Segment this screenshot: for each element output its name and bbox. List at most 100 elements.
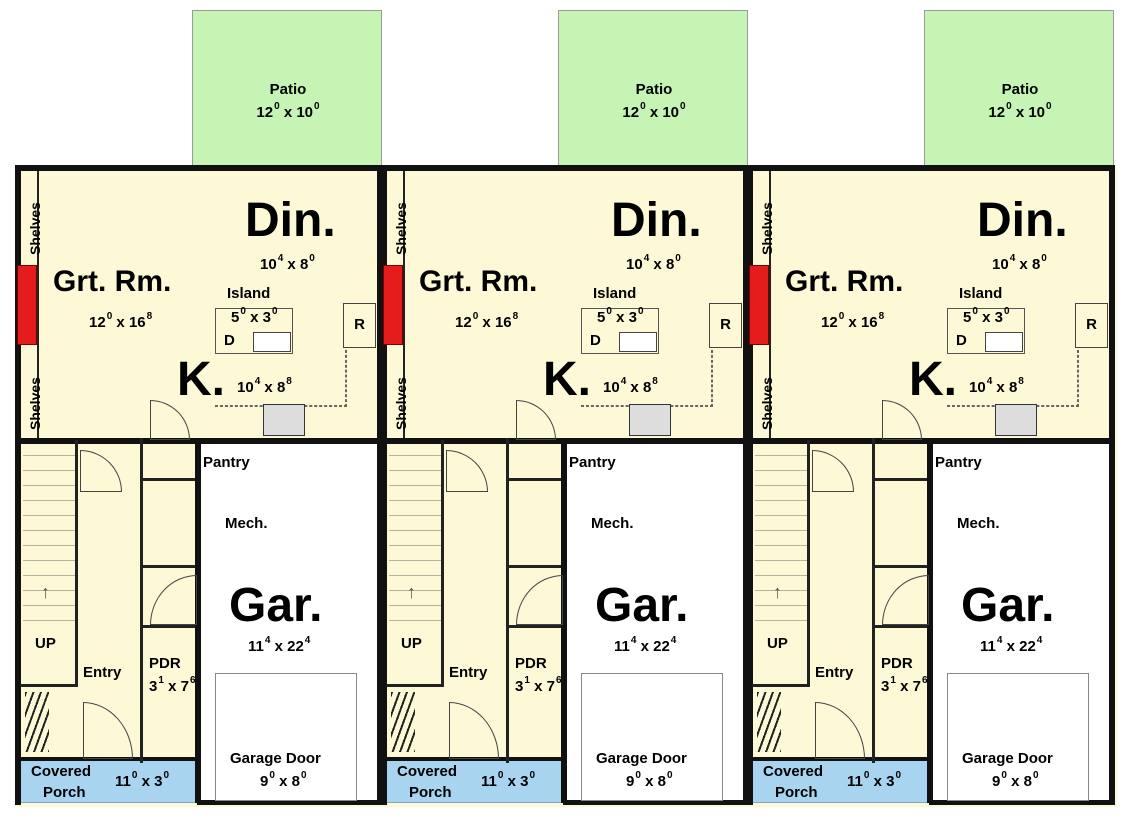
entry-label: Entry — [815, 664, 854, 681]
stair-tread — [23, 515, 75, 516]
wall-hall — [140, 438, 143, 763]
wall-garage-left — [927, 438, 933, 803]
wall-pantry — [872, 478, 927, 481]
patio-dimension: 120 x 100 — [988, 101, 1052, 121]
garage-door-label: Garage Door — [962, 750, 1053, 767]
pantry-label: Pantry — [203, 454, 250, 471]
stairs-up-label: UP — [767, 635, 788, 652]
kitchen-label: K. — [909, 353, 957, 406]
stair-tread — [755, 500, 807, 501]
stair-tread — [755, 590, 807, 591]
closet-hatch — [25, 692, 49, 752]
refrigerator: R — [1075, 303, 1108, 348]
shelves-bottom-label: Shelves — [759, 377, 775, 430]
shelves-top-label: Shelves — [27, 202, 43, 255]
great-room-label: Grt. Rm. — [419, 265, 538, 298]
wall-hall — [872, 438, 875, 763]
closet-hatch — [757, 692, 781, 752]
stair-tread — [389, 470, 441, 471]
wall-closet — [20, 684, 78, 687]
wall-hall — [506, 438, 509, 763]
wall-bottom-house — [15, 757, 197, 761]
stair-tread — [389, 530, 441, 531]
wall-right — [377, 165, 383, 805]
stair-tread — [389, 620, 441, 621]
wall-bottom-garage — [563, 800, 749, 805]
wall-closet — [386, 684, 444, 687]
garage-door-label: Garage Door — [596, 750, 687, 767]
covered-porch — [17, 760, 197, 803]
powder-room-label: PDR — [515, 655, 547, 672]
sink-icon — [985, 332, 1023, 352]
stair-tread — [23, 530, 75, 531]
island-dimension: 50 x 30 — [597, 306, 644, 326]
refrigerator: R — [709, 303, 742, 348]
stair-tread — [755, 605, 807, 606]
dining-dimension: 104 x 80 — [626, 253, 681, 273]
stair-tread — [755, 455, 807, 456]
counter-edge — [345, 350, 347, 407]
wall-right — [743, 165, 749, 805]
stair-tread — [755, 575, 807, 576]
stair-tread — [389, 485, 441, 486]
counter-edge — [1077, 350, 1079, 407]
patio: Patio 120 x 100 — [192, 10, 382, 167]
stair-arrow-icon: ↑ — [773, 582, 782, 602]
sink-icon — [619, 332, 657, 352]
stair-arrow-icon: ↑ — [407, 582, 416, 602]
garage-door-label: Garage Door — [230, 750, 321, 767]
stair-tread — [755, 485, 807, 486]
stairs-up-label: UP — [401, 635, 422, 652]
garage-floor — [929, 443, 1109, 802]
refrigerator-label: R — [1086, 316, 1097, 333]
patio: Patio 120 x 100 — [558, 10, 748, 167]
stair-tread — [389, 515, 441, 516]
island-counter — [947, 308, 1025, 354]
garage-door-dimension: 90 x 80 — [626, 770, 673, 790]
garage-floor — [563, 443, 743, 802]
powder-room-dimension: 31 x 76 — [515, 675, 562, 695]
covered-porch — [749, 760, 929, 803]
stair-tread — [755, 530, 807, 531]
pantry-label: Pantry — [935, 454, 982, 471]
kitchen-label: K. — [177, 353, 225, 406]
wall-closet — [752, 684, 810, 687]
stair-tread — [23, 485, 75, 486]
garage-door-dimension: 90 x 80 — [260, 770, 307, 790]
stair-tread — [389, 590, 441, 591]
garage-dimension: 114 x 224 — [614, 635, 677, 655]
stair-tread — [23, 560, 75, 561]
shelves-edge — [769, 171, 771, 438]
dining-dimension: 104 x 80 — [260, 253, 315, 273]
garage-label: Gar. — [595, 579, 689, 632]
kitchen-dimension: 104 x 88 — [969, 376, 1024, 396]
stove-icon — [263, 404, 305, 436]
wall-mech — [872, 565, 927, 568]
stair-tread — [23, 500, 75, 501]
porch-label-line2: Porch — [43, 784, 86, 801]
stair-tread — [389, 605, 441, 606]
dishwasher-label: D — [956, 332, 967, 349]
dishwasher-label: D — [224, 332, 235, 349]
fireplace — [17, 265, 37, 345]
powder-room-label: PDR — [881, 655, 913, 672]
dining-label: Din. — [245, 194, 336, 247]
garage-label: Gar. — [229, 579, 323, 632]
stair-tread — [389, 560, 441, 561]
wall-top — [15, 165, 383, 171]
wall-left — [381, 165, 387, 805]
stair-tread — [389, 455, 441, 456]
stove-icon — [995, 404, 1037, 436]
wall-mech — [140, 565, 195, 568]
mech-label: Mech. — [591, 515, 634, 532]
patio-label: Patio — [269, 81, 307, 98]
shelves-top-label: Shelves — [759, 202, 775, 255]
porch-label-line1: Covered — [397, 763, 458, 780]
porch-label-line2: Porch — [409, 784, 452, 801]
garage-label: Gar. — [961, 579, 1055, 632]
stove-icon — [629, 404, 671, 436]
great-room-label: Grt. Rm. — [53, 265, 172, 298]
refrigerator: R — [343, 303, 376, 348]
garage-door-outline — [215, 673, 357, 801]
stair-tread — [755, 620, 807, 621]
